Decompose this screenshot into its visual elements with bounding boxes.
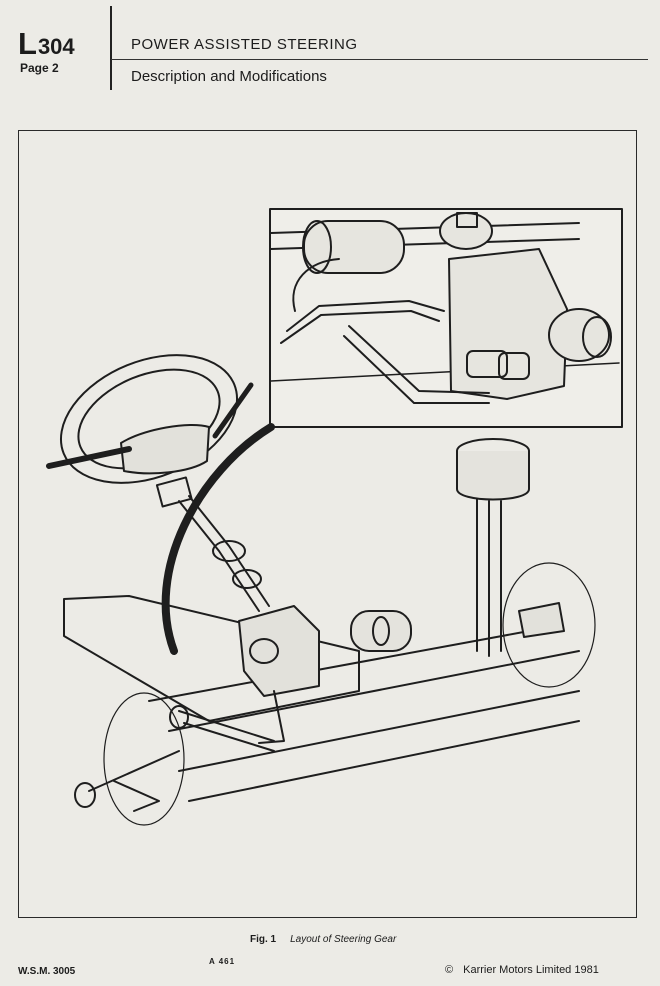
- section-number: 304: [37, 34, 75, 59]
- inset-detail-view: [269, 208, 623, 428]
- figure-caption-text: Layout of Steering Gear: [290, 934, 397, 945]
- section-letter: L: [18, 26, 37, 61]
- page-title: POWER ASSISTED STEERING: [131, 36, 358, 53]
- page-number: Page 2: [20, 61, 59, 75]
- steering-wheel: [46, 354, 254, 508]
- steering-column: [178, 495, 270, 612]
- header-vertical-rule: [110, 6, 112, 90]
- figure-caption: Fig. 1 Layout of Steering Gear: [250, 934, 396, 945]
- page-subtitle: Description and Modifications: [131, 68, 327, 85]
- wheel-hubs: [103, 562, 596, 826]
- copyright-symbol: ©: [445, 964, 454, 976]
- copyright-text: Karrier Motors Limited 1981: [463, 964, 599, 976]
- header-horizontal-rule: [111, 59, 648, 60]
- figure-caption-label: Fig. 1: [250, 934, 277, 945]
- copyright: © Karrier Motors Limited 1981: [445, 964, 599, 976]
- steering-gear-illustration: [46, 208, 623, 826]
- power-pump: [350, 610, 412, 652]
- figure-frame: A 461: [18, 130, 637, 966]
- steering-box: [238, 605, 320, 744]
- figure-reference-code: A 461: [209, 957, 236, 966]
- fluid-reservoir: [456, 438, 530, 657]
- chassis-frame: [63, 595, 580, 802]
- section-code: L304: [18, 26, 75, 62]
- manual-code: W.S.M. 3005: [18, 966, 76, 977]
